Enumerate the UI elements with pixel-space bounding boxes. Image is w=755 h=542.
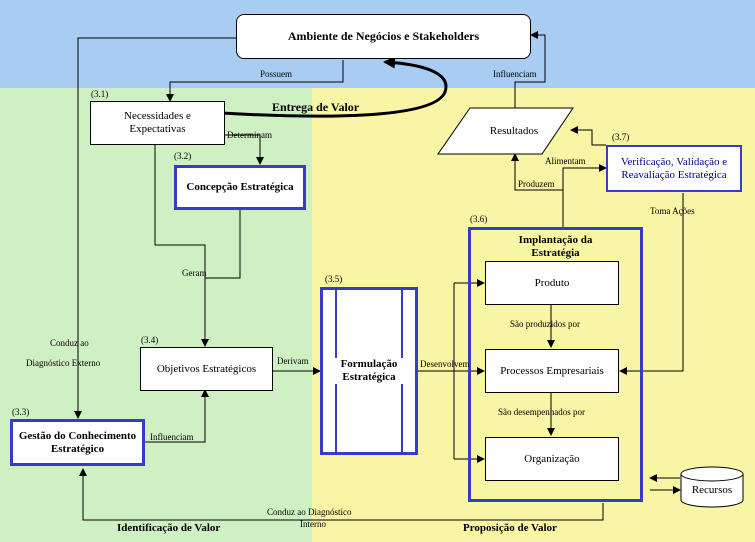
- edge-label-alimentam: Alimentam: [545, 156, 586, 166]
- edge-entrega-valor: [204, 56, 448, 118]
- edge-label-derivam: Derivam: [277, 356, 309, 366]
- zone-title-identificacao: Identificação de Valor: [117, 522, 221, 534]
- node-processos-label: Processos Empresariais: [500, 364, 604, 377]
- node-formulacao-label: Formulação Estratégica: [323, 358, 415, 384]
- resultados-shape: [437, 107, 574, 155]
- edge-label-desenvolvem: Desenvolvem: [420, 359, 470, 369]
- edge-alimentam: [562, 164, 607, 190]
- node-recursos-label: Recursos: [691, 483, 733, 496]
- node-necessidades: Necessidades e Expectativas: [90, 101, 225, 145]
- edge-label-toma-acoes: Toma Ações: [650, 206, 695, 216]
- edge-geram-left: [154, 145, 209, 347]
- edge-determinam: [225, 134, 264, 165]
- step-number-3-5: (3.5): [325, 274, 343, 284]
- step-number-3-2: (3.2): [174, 151, 192, 161]
- step-number-3-1: (3.1): [91, 89, 109, 99]
- node-organizacao: Organização: [485, 437, 619, 481]
- node-ambiente-label: Ambiente de Negócios e Stakeholders: [287, 29, 480, 43]
- edge-label-determinam: Determinam: [227, 130, 272, 140]
- recursos-shape: [680, 466, 744, 508]
- node-resultados: Resultados: [455, 108, 573, 154]
- edge-label-produzem: Produzem: [518, 179, 555, 189]
- edge-verificacao-resultados: [570, 126, 606, 146]
- step-number-3-6: (3.6): [470, 214, 488, 224]
- edge-label-conduz-interno-1: Conduz ao Diagnóstico: [267, 507, 352, 517]
- step-number-3-4: (3.4): [141, 335, 159, 345]
- node-formulacao: Formulação Estratégica: [320, 287, 418, 455]
- edge-geram-right: [205, 210, 241, 279]
- node-processos: Processos Empresariais: [485, 349, 619, 393]
- zone-title-proposicao: Proposição de Valor: [463, 522, 557, 534]
- node-necessidades-label: Necessidades e Expectativas: [124, 110, 191, 135]
- edge-influenciam-amb: [514, 31, 546, 108]
- node-implantacao-label: Implantação da Estratégia: [518, 234, 593, 259]
- node-produto: Produto: [485, 261, 619, 305]
- edge-label-conduz-externo-2: Diagnóstico Externo: [26, 358, 101, 368]
- edge-label-conduz-interno-2: Interno: [300, 519, 326, 529]
- edge-conduz-interno: [79, 468, 604, 521]
- edge-label-sao-produzidos: São produzidos por: [510, 319, 580, 329]
- edge-produzem: [511, 153, 564, 228]
- node-organizacao-label: Organização: [524, 452, 580, 465]
- edge-label-geram: Geram: [182, 268, 207, 278]
- node-gestao: Gestão do Conhecimento Estratégico: [10, 419, 145, 466]
- edge-possuem: [166, 60, 344, 102]
- edge-label-sao-desempenhados: São desempenhados por: [498, 407, 585, 417]
- node-gestao-label: Gestão do Conhecimento Estratégico: [18, 429, 137, 455]
- node-verificacao: Verificação, Validação e Reavaliação Est…: [606, 145, 742, 192]
- node-implantacao: Implantação da Estratégia: [468, 227, 643, 502]
- node-concepcao-label: Concepção Estratégica: [186, 181, 294, 193]
- edge-influenciam-obj: [145, 389, 209, 443]
- step-number-3-3: (3.3): [12, 407, 30, 417]
- node-resultados-label: Resultados: [489, 124, 539, 137]
- node-objetivos-label: Objetivos Estratégicos: [156, 362, 257, 375]
- node-recursos: Recursos: [681, 480, 743, 500]
- edge-label-influenciam-obj: Influenciam: [150, 432, 194, 442]
- node-verificacao-label: Verificação, Validação e Reavaliação Est…: [620, 155, 728, 181]
- node-ambiente: Ambiente de Negócios e Stakeholders: [236, 14, 531, 59]
- node-concepcao: Concepção Estratégica: [174, 165, 306, 210]
- edge-label-possuem: Possuem: [260, 69, 293, 79]
- edge-label-conduz-externo-1: Conduz ao: [50, 338, 89, 348]
- edge-label-entrega: Entrega de Valor: [272, 100, 360, 114]
- node-produto-label: Produto: [534, 276, 570, 289]
- node-objetivos: Objetivos Estratégicos: [140, 347, 273, 391]
- step-number-3-7: (3.7): [612, 132, 630, 142]
- edge-label-influenciam-amb: Influenciam: [493, 69, 537, 79]
- edge-conduz-externo: [74, 37, 236, 419]
